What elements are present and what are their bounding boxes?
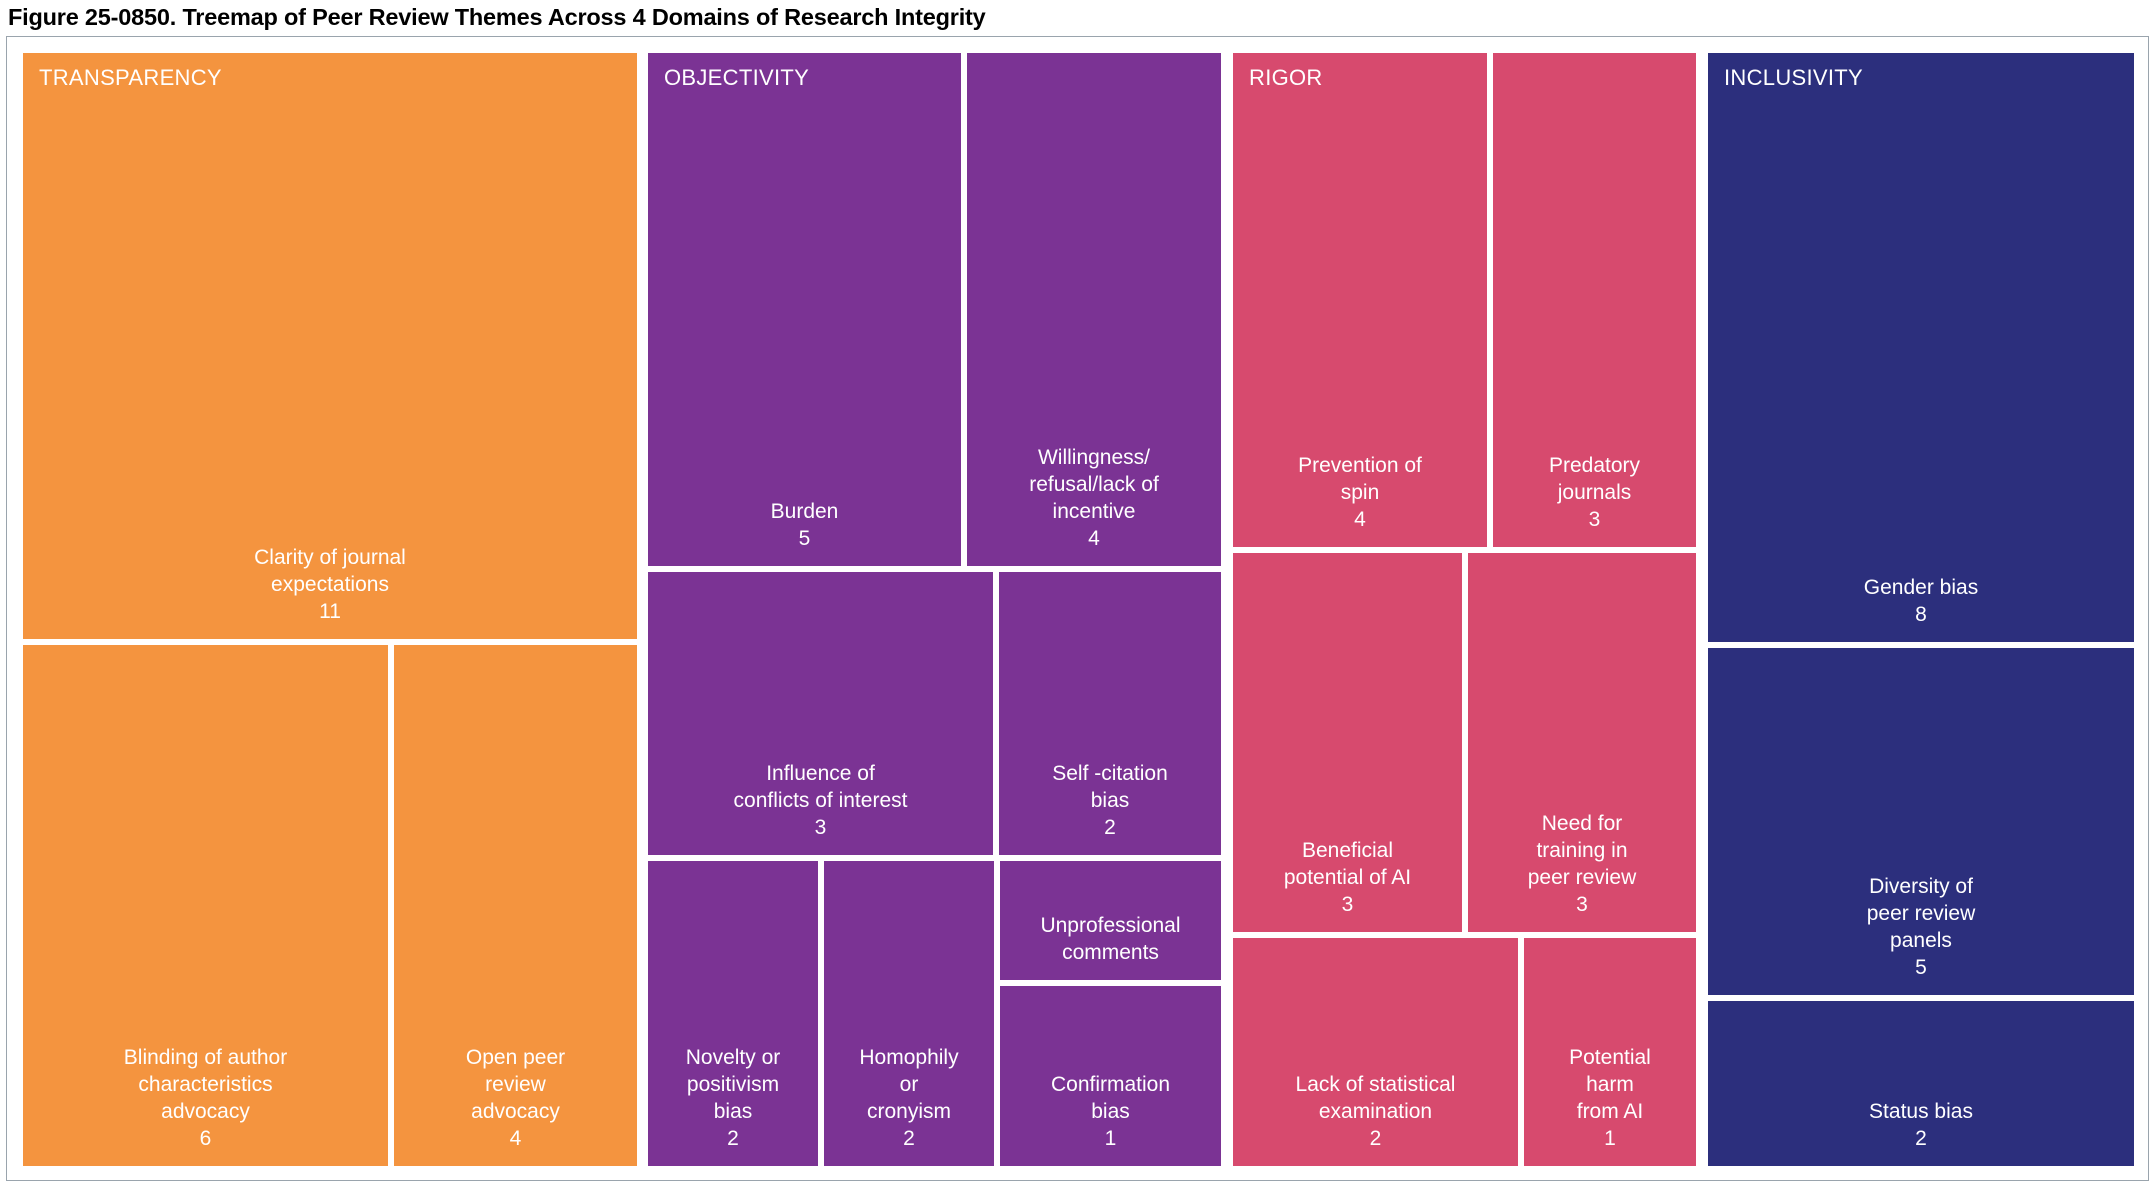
- tile-predatory-journals[interactable]: Predatory journals 3: [1493, 53, 1696, 547]
- tile-label-text: Diversity of peer review panels: [1866, 875, 1976, 952]
- tile-value: 3: [1588, 508, 1601, 531]
- tile-homophily-or-cronyism[interactable]: Homophily or cronyism 2: [824, 861, 994, 1166]
- tile-label-text: Confirmation bias: [1050, 1073, 1171, 1123]
- tile-label-text: Status bias: [1869, 1100, 1973, 1123]
- tile-label: Lack of statistical examination 2: [1233, 1071, 1518, 1152]
- tile-willingness-refusal-lack-of-incentive[interactable]: Willingness/ refusal/lack of incentive 4: [967, 53, 1221, 566]
- tile-label: Predatory journals 3: [1493, 452, 1696, 533]
- tile-value: 2: [727, 1127, 739, 1150]
- tile-label-text: Novelty or positivism bias: [685, 1046, 781, 1123]
- tile-label-text: Homophily or cronyism: [859, 1046, 959, 1123]
- tile-value: 8: [1915, 603, 1927, 626]
- tile-value: 1: [1104, 1127, 1117, 1150]
- tile-label: Need for training in peer review 3: [1468, 810, 1696, 918]
- tile-label-text: Beneficial potential of AI: [1283, 839, 1412, 889]
- tile-label-text: Unprofessional comments: [1040, 914, 1181, 964]
- tile-need-for-training-in-peer-review[interactable]: Need for training in peer review 3: [1468, 553, 1696, 932]
- tile-label-text: Prevention of spin: [1298, 454, 1422, 504]
- tile-value: 11: [319, 600, 341, 623]
- tile-label-text: Influence of conflicts of interest: [733, 762, 908, 812]
- tile-value: 4: [1354, 508, 1366, 531]
- tile-value: 2: [1369, 1127, 1382, 1150]
- tile-value: 5: [798, 527, 811, 550]
- tile-open-peer-review-advocacy[interactable]: Open peer review advocacy 4: [394, 645, 637, 1166]
- group-title-transparency: TRANSPARENCY: [39, 65, 222, 90]
- tile-value: 4: [1088, 527, 1100, 550]
- tile-self-citation-bias[interactable]: Self -citation bias 2: [999, 572, 1221, 855]
- tile-gender-bias[interactable]: Gender bias 8: [1708, 53, 2134, 642]
- tile-label-text: Willingness/ refusal/lack of incentive: [1029, 446, 1159, 523]
- tile-label: Beneficial potential of AI 3: [1233, 837, 1462, 918]
- tile-label: Clarity of journal expectations 11: [23, 544, 637, 625]
- tile-prevention-of-spin[interactable]: Prevention of spin 4: [1233, 53, 1487, 547]
- tile-label: Unprofessional comments: [1000, 912, 1221, 966]
- tile-value: 3: [1576, 893, 1588, 916]
- tile-value: 3: [1341, 893, 1354, 916]
- tile-beneficial-potential-of-ai[interactable]: Beneficial potential of AI 3: [1233, 553, 1462, 932]
- tile-confirmation-bias[interactable]: Confirmation bias 1: [1000, 986, 1221, 1166]
- tile-label: Status bias 2: [1708, 1098, 2134, 1152]
- tile-label: Burden 5: [648, 498, 961, 552]
- tile-label: Homophily or cronyism 2: [824, 1044, 994, 1152]
- tile-value: 2: [903, 1127, 915, 1150]
- tile-label: Open peer review advocacy 4: [394, 1044, 637, 1152]
- tile-label-text: Blinding of author characteristics advoc…: [123, 1046, 288, 1123]
- tile-label: Confirmation bias 1: [1000, 1071, 1221, 1152]
- tile-diversity-of-peer-review-panels[interactable]: Diversity of peer review panels 5: [1708, 648, 2134, 995]
- tile-label-text: Gender bias: [1863, 576, 1979, 599]
- tile-label-text: Open peer review advocacy: [465, 1046, 566, 1123]
- tile-value: 2: [1104, 816, 1116, 839]
- tile-burden[interactable]: Burden 5: [648, 53, 961, 566]
- tile-label-text: Self -citation bias: [1052, 762, 1168, 812]
- tile-label: Self -citation bias 2: [999, 760, 1221, 841]
- tile-unprofessional-comments[interactable]: Unprofessional comments: [1000, 861, 1221, 980]
- tile-blinding-of-author-characteristics-advocacy[interactable]: Blinding of author characteristics advoc…: [23, 645, 388, 1166]
- tile-label-text: Burden: [770, 500, 839, 523]
- tile-label: Influence of conflicts of interest 3: [648, 760, 993, 841]
- tile-label-text: Lack of statistical examination: [1295, 1073, 1456, 1123]
- tile-label: Novelty or positivism bias 2: [648, 1044, 818, 1152]
- group-title-rigor: RIGOR: [1249, 65, 1323, 90]
- tile-value: 3: [814, 816, 827, 839]
- tile-value: 5: [1915, 956, 1927, 979]
- tile-clarity-of-journal-expectations[interactable]: Clarity of journal expectations 11: [23, 53, 637, 639]
- group-title-inclusivity: INCLUSIVITY: [1724, 65, 1863, 90]
- figure-title: Figure 25-0850. Treemap of Peer Review T…: [8, 4, 986, 30]
- tile-value: 2: [1915, 1127, 1927, 1150]
- tile-label-text: Clarity of journal expectations: [254, 546, 406, 596]
- tile-label-text: Need for training in peer review: [1527, 812, 1637, 889]
- tile-potential-harm-from-ai[interactable]: Potential harm from AI 1: [1524, 938, 1696, 1166]
- tile-lack-of-statistical-examination[interactable]: Lack of statistical examination 2: [1233, 938, 1518, 1166]
- tile-value: 4: [509, 1127, 522, 1150]
- tile-label: Prevention of spin 4: [1233, 452, 1487, 533]
- tile-label-text: Potential harm from AI: [1569, 1046, 1651, 1123]
- tile-label: Willingness/ refusal/lack of incentive 4: [967, 444, 1221, 552]
- tile-label: Blinding of author characteristics advoc…: [23, 1044, 388, 1152]
- tile-value: 1: [1604, 1127, 1616, 1150]
- tile-label: Gender bias 8: [1708, 574, 2134, 628]
- tile-label: Potential harm from AI 1: [1524, 1044, 1696, 1152]
- tile-label-text: Predatory journals: [1548, 454, 1641, 504]
- tile-label: Diversity of peer review panels 5: [1708, 873, 2134, 981]
- tile-influence-of-conflicts-of-interest[interactable]: Influence of conflicts of interest 3: [648, 572, 993, 855]
- tile-novelty-or-positivism-bias[interactable]: Novelty or positivism bias 2: [648, 861, 818, 1166]
- tile-value: 6: [199, 1127, 212, 1150]
- group-title-objectivity: OBJECTIVITY: [664, 65, 810, 90]
- tile-status-bias[interactable]: Status bias 2: [1708, 1001, 2134, 1166]
